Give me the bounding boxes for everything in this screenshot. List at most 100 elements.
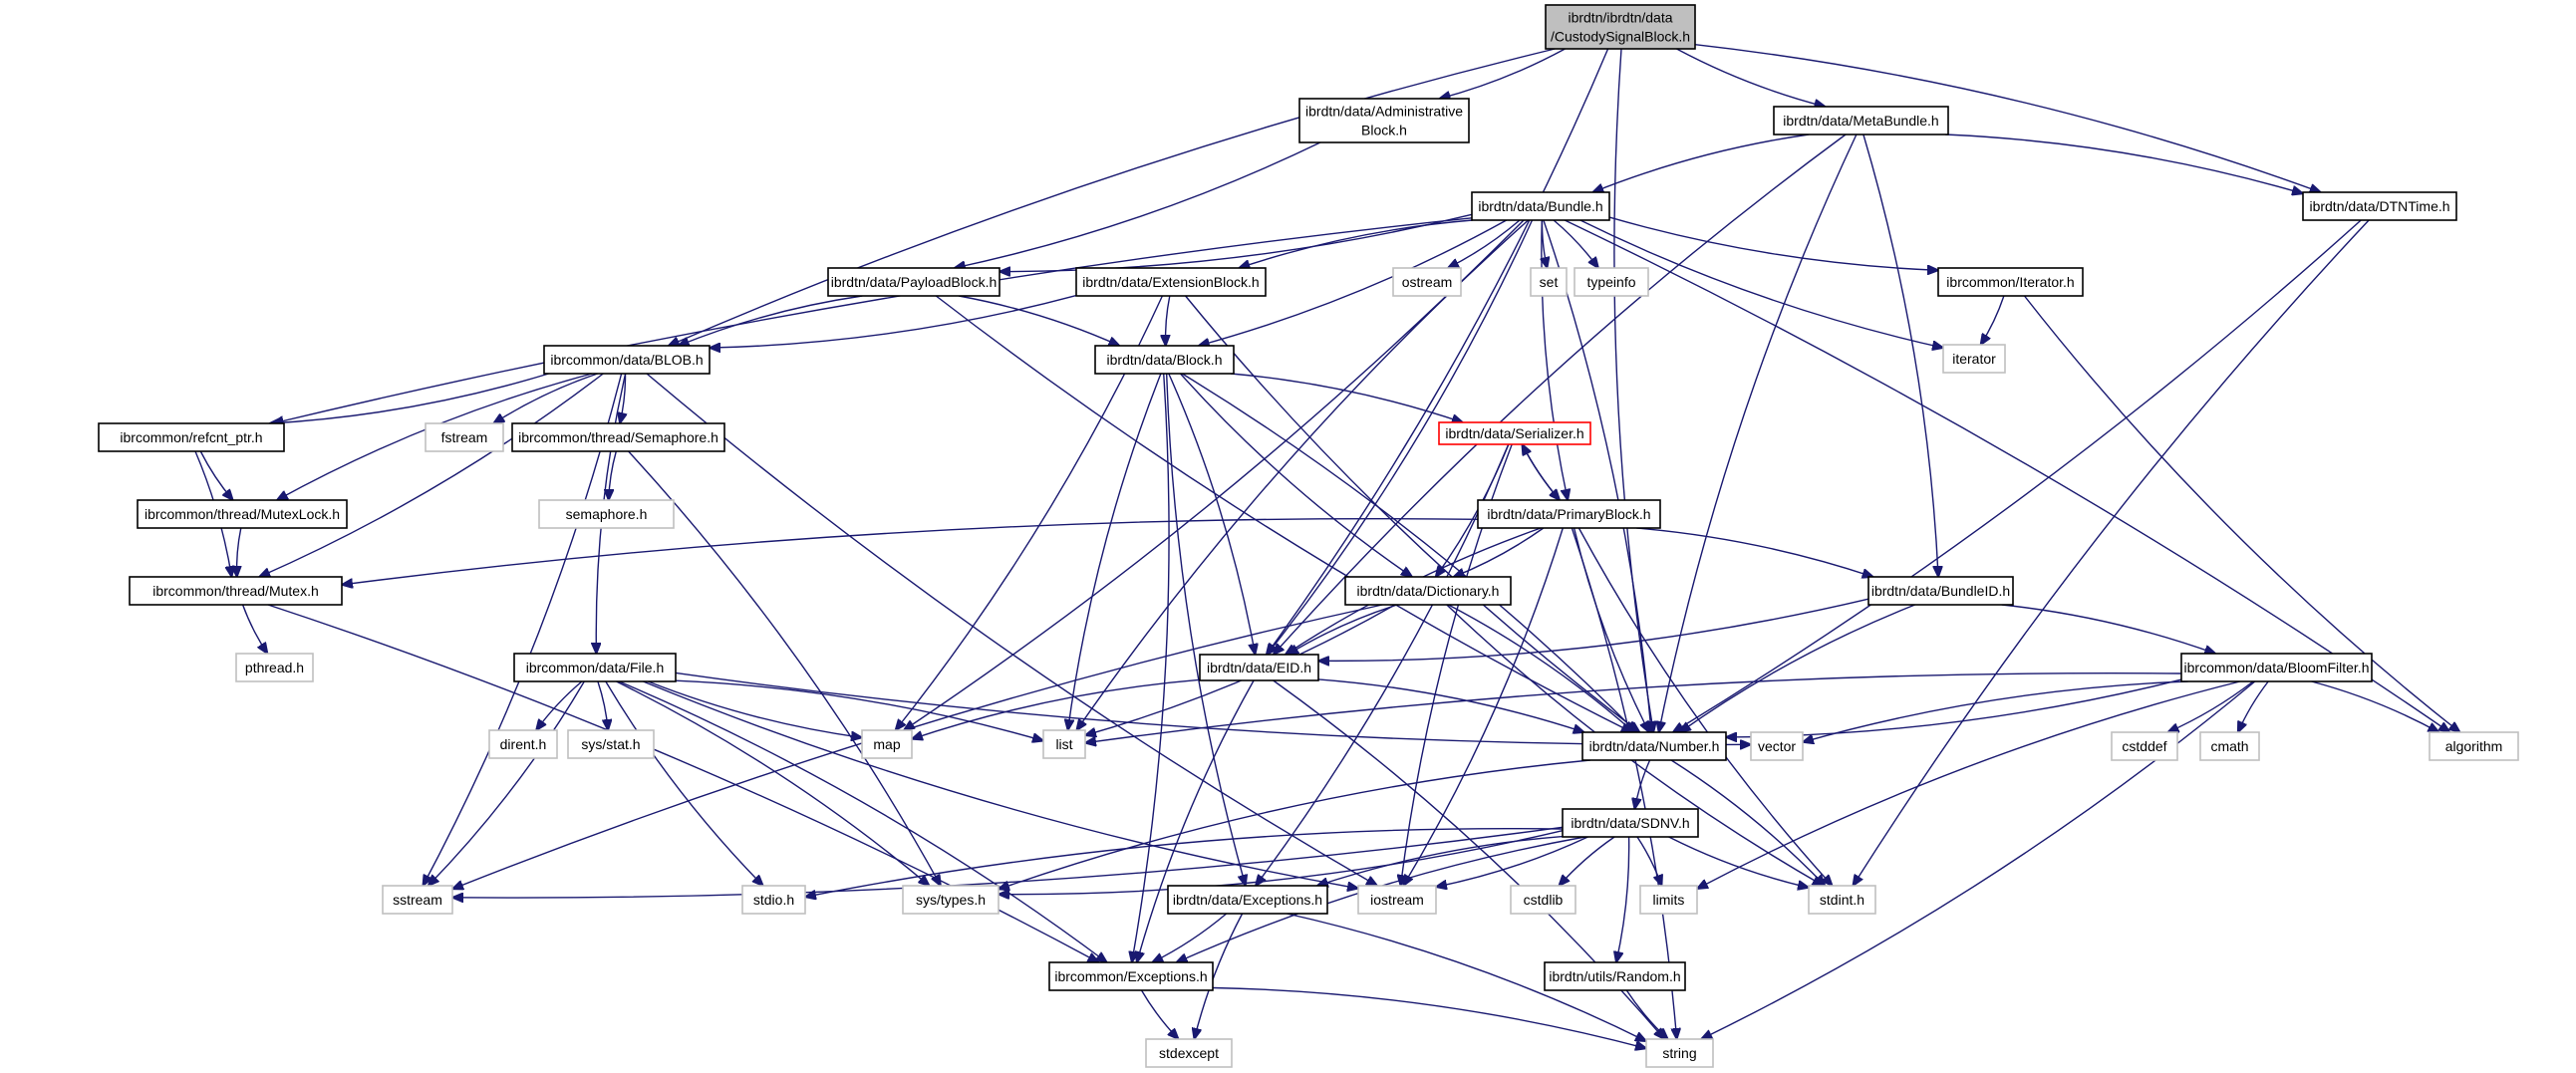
edge-mutexlock-to-mutex (237, 527, 241, 577)
edge-file-to-list (675, 679, 1043, 740)
edge-file-to-sysstat (597, 680, 608, 730)
edge-bundle-to-iteratorh (1608, 216, 1938, 270)
node-box (543, 345, 711, 375)
node-box (1145, 1038, 1233, 1068)
node-commonexc[interactable]: ibrcommon/Exceptions.h (1048, 961, 1214, 991)
node-box (235, 653, 314, 682)
node-label: vector (1758, 738, 1796, 754)
edge-sdnv-to-iostream (1436, 836, 1588, 887)
node-box (538, 499, 675, 529)
node-box (1344, 576, 1512, 606)
edge-file-to-stdio (605, 680, 763, 886)
node-label: iterator (1952, 351, 1996, 367)
node-label: Block.h (1361, 123, 1407, 138)
edge-block-to-number (1181, 373, 1636, 732)
node-label: ostream (1402, 274, 1453, 290)
edge-bundleid-to-eid (1318, 598, 1869, 661)
node-box (827, 267, 1001, 297)
node-primary[interactable]: ibrdtn/data/PrimaryBlock.h (1477, 499, 1661, 529)
node-box (488, 729, 558, 759)
node-semaphore[interactable]: ibrcommon/thread/Semaphore.h (511, 422, 725, 452)
node-box (1438, 421, 1591, 445)
node-serializer[interactable]: ibrdtn/data/Serializer.h (1438, 421, 1591, 445)
edge-bundle-to-algorithm (1564, 219, 2449, 732)
edge-file-to-map (648, 680, 862, 737)
node-refcnt[interactable]: ibrcommon/refcnt_ptr.h (98, 422, 285, 452)
edge-metabundle-to-eid (1274, 134, 1847, 655)
node-bloom[interactable]: ibrcommon/data/BloomFilter.h (2180, 653, 2373, 682)
edge-block-to-serializer (1230, 373, 1463, 422)
edge-dtntime-to-number (1673, 219, 2362, 732)
node-box (1042, 729, 1086, 759)
node-box (1750, 731, 1804, 761)
node-sdnv[interactable]: ibrdtn/data/SDNV.h (1562, 808, 1699, 838)
node-semaphoreh: semaphore.h (538, 499, 675, 529)
node-limits: limits (1639, 885, 1698, 915)
edge-payload-to-blob (679, 295, 863, 346)
edge-dtntime-to-stdint (1853, 219, 2370, 886)
node-root[interactable]: ibrdtn/ibrdtn/data/CustodySignalBlock.h (1545, 4, 1696, 50)
node-label: ibrcommon/data/File.h (526, 660, 665, 675)
node-sstream: sstream (382, 885, 453, 915)
node-box (2180, 653, 2373, 682)
node-box (1510, 885, 1576, 915)
edge-bloom-to-cstddef (2168, 680, 2254, 732)
node-eid[interactable]: ibrdtn/data/EID.h (1199, 654, 1319, 681)
node-blob[interactable]: ibrcommon/data/BLOB.h (543, 345, 711, 375)
edge-bundle-to-block (1199, 219, 1508, 346)
node-number[interactable]: ibrdtn/data/Number.h (1581, 731, 1727, 761)
node-label: ibrdtn/data/SDNV.h (1571, 815, 1689, 831)
node-extension[interactable]: ibrdtn/data/ExtensionBlock.h (1075, 267, 1267, 297)
node-box (1773, 106, 1949, 135)
node-label: ibrdtn/data/PrimaryBlock.h (1487, 506, 1650, 522)
node-dtnexc[interactable]: ibrdtn/data/Exceptions.h (1167, 885, 1328, 915)
node-pthread: pthread.h (235, 653, 314, 682)
node-file[interactable]: ibrcommon/data/File.h (513, 653, 677, 682)
node-stdio: stdio.h (741, 885, 806, 915)
node-label: ibrdtn/data/DTNTime.h (2309, 198, 2449, 214)
node-box (129, 576, 343, 606)
node-block[interactable]: ibrdtn/data/Block.h (1094, 345, 1235, 375)
node-label: ibrdtn/data/Bundle.h (1478, 198, 1602, 214)
node-cmath: cmath (2199, 731, 2260, 761)
node-label: iostream (1370, 892, 1424, 908)
edge-file-to-dirent (536, 680, 583, 730)
node-box (513, 653, 677, 682)
node-label: dirent.h (500, 736, 547, 752)
edge-block-to-list (1068, 373, 1162, 730)
edge-bundle-to-primary (1541, 219, 1568, 500)
edge-semaphore-to-semaphoreh (609, 450, 617, 500)
node-box (425, 422, 504, 452)
edge-bloom-to-algorithm (2311, 680, 2439, 732)
node-mutex[interactable]: ibrcommon/thread/Mutex.h (129, 576, 343, 606)
edge-sdnv-to-dtnexc (1317, 835, 1564, 886)
node-box (1471, 191, 1610, 221)
edge-eid-to-commonexc (1137, 679, 1255, 962)
node-label: ibrdtn/data/MetaBundle.h (1783, 113, 1938, 129)
node-label: ibrdtn/data/BundleID.h (1871, 583, 2010, 599)
node-dtntime[interactable]: ibrdtn/data/DTNTime.h (2302, 191, 2457, 221)
node-random[interactable]: ibrdtn/utils/Random.h (1544, 961, 1686, 991)
edge-primary-to-iostream (1403, 527, 1564, 886)
node-label: ibrdtn/data/ExtensionBlock.h (1082, 274, 1259, 290)
edge-sdnv-to-sstream (452, 826, 1564, 898)
node-label: ibrcommon/data/BLOB.h (550, 352, 703, 368)
node-dictionary[interactable]: ibrdtn/data/Dictionary.h (1344, 576, 1512, 606)
edge-dictionary-to-sstream (452, 604, 1383, 889)
node-iteratorh[interactable]: ibrcommon/Iterator.h (1937, 267, 2084, 297)
node-label: sys/stat.h (581, 736, 640, 752)
edge-file-to-iostream (643, 680, 1358, 889)
node-bundleid[interactable]: ibrdtn/data/BundleID.h (1867, 576, 2014, 606)
node-bundle[interactable]: ibrdtn/data/Bundle.h (1471, 191, 1610, 221)
edge-commonexc-to-string (1212, 986, 1646, 1049)
edge-bloom-to-string (1701, 680, 2256, 1039)
node-box (1167, 885, 1328, 915)
node-label: sys/types.h (916, 892, 986, 908)
node-payload[interactable]: ibrdtn/data/PayloadBlock.h (827, 267, 1001, 297)
edge-eid-to-map (912, 678, 1201, 739)
node-metabundle[interactable]: ibrdtn/data/MetaBundle.h (1773, 106, 1949, 135)
node-box (902, 885, 1000, 915)
edge-bloom-to-number (1726, 678, 2182, 737)
node-mutexlock[interactable]: ibrcommon/thread/MutexLock.h (137, 499, 348, 529)
